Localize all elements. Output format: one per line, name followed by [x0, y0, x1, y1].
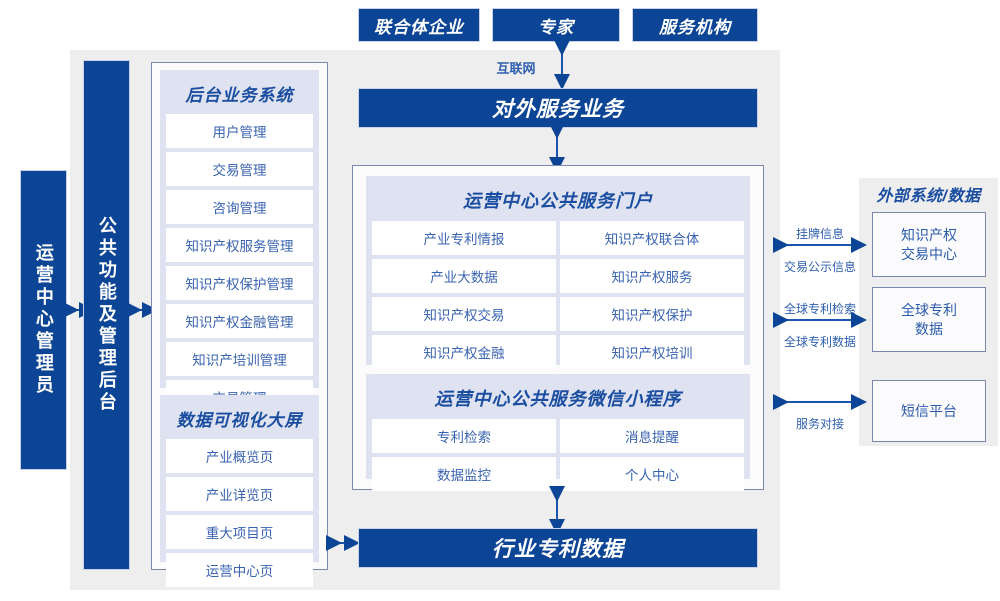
portal-item[interactable]: 知识产权交易: [372, 297, 556, 331]
miniprogram-item[interactable]: 数据监控: [372, 457, 556, 491]
dataviz-item[interactable]: 运营中心页: [166, 553, 313, 587]
external-connector-2-label-above: 全球专利检索: [783, 302, 856, 316]
external-systems-title: 外部系统/数据: [876, 188, 981, 205]
dataviz-screen-group: 数据可视化大屏 产业概览页 产业详览页 重大项目页 运营中心页: [160, 395, 319, 587]
external-box-line1: 全球专利: [901, 301, 957, 318]
internet-label: 互联网: [496, 61, 536, 76]
internet-arrow: [551, 40, 573, 90]
portal-item[interactable]: 知识产权培训: [560, 335, 744, 369]
public-service-portal-title: 运营中心公共服务门户: [463, 191, 653, 211]
left-column-operator-admin[interactable]: 运营中心管理员: [20, 170, 67, 470]
backend-item[interactable]: 咨询管理: [166, 190, 313, 224]
backend-to-industry-data-arrow: [326, 533, 360, 553]
left-column-operator-admin-label: 运营中心管理员: [33, 243, 54, 397]
wechat-miniprogram-items: 专利检索 消息提醒 数据监控 个人中心: [372, 419, 744, 491]
portal-item[interactable]: 知识产权金融: [372, 335, 556, 369]
left-column-common-functions[interactable]: 公共功能及管理后台: [83, 60, 130, 570]
backend-item[interactable]: 用户管理: [166, 114, 313, 148]
external-box-line2: 交易中心: [901, 245, 957, 262]
public-service-portal-items: 产业专利情报 知识产权联合体 产业大数据 知识产权服务 知识产权交易 知识产权保…: [372, 221, 744, 369]
portal-item[interactable]: 知识产权保护: [560, 297, 744, 331]
dataviz-screen-items: 产业概览页 产业详览页 重大项目页 运营中心页: [166, 439, 313, 587]
dataviz-screen-title: 数据可视化大屏: [176, 411, 303, 430]
miniprogram-item[interactable]: 专利检索: [372, 419, 556, 453]
industry-patent-data-bar[interactable]: 行业专利数据: [358, 528, 758, 568]
dataviz-item[interactable]: 产业详览页: [166, 477, 313, 511]
backend-item[interactable]: 知识产权金融管理: [166, 304, 313, 338]
portal-item[interactable]: 知识产权联合体: [560, 221, 744, 255]
miniprogram-item[interactable]: 个人中心: [560, 457, 744, 491]
backend-item[interactable]: 交易管理: [166, 152, 313, 186]
external-box-sms-platform[interactable]: 短信平台: [872, 380, 986, 442]
portal-item[interactable]: 产业大数据: [372, 259, 556, 293]
backend-item[interactable]: 知识产培训管理: [166, 342, 313, 376]
actor-box-union-enterprise[interactable]: 联合体企业: [358, 8, 480, 42]
external-connector-1-label-above: 挂牌信息: [795, 227, 844, 241]
public-service-portal-group: 运营中心公共服务门户 产业专利情报 知识产权联合体 产业大数据 知识产权服务 知…: [366, 176, 750, 369]
wechat-miniprogram-group: 运营中心公共服务微信小程序 专利检索 消息提醒 数据监控 个人中心: [366, 374, 750, 491]
services-to-industry-data-arrow: [546, 486, 568, 535]
miniprogram-item[interactable]: 消息提醒: [560, 419, 744, 453]
backoffice-to-backend-arrow: [126, 300, 158, 320]
left-column-common-functions-label: 公共功能及管理后台: [96, 216, 117, 414]
backend-item[interactable]: 知识产权保护管理: [166, 266, 313, 300]
external-connector-1-label-below: 交易公示信息: [783, 260, 856, 274]
external-box-line1: 短信平台: [901, 402, 957, 419]
portal-item[interactable]: 知识产权服务: [560, 259, 744, 293]
external-connector-2-label-below: 全球专利数据: [783, 335, 856, 349]
external-connector-1-arrow: [773, 235, 867, 255]
actor-box-service-org[interactable]: 服务机构: [632, 8, 758, 42]
external-connector-3-arrow: [773, 392, 867, 412]
backend-item[interactable]: 知识产权服务管理: [166, 228, 313, 262]
external-box-line1: 知识产权: [901, 226, 957, 243]
external-box-global-patent-data[interactable]: 全球专利 数据: [872, 287, 986, 352]
external-connector-3-label-below: 服务对接: [795, 417, 844, 431]
actor-box-expert[interactable]: 专家: [492, 8, 620, 42]
external-box-line2: 数据: [915, 320, 943, 337]
portal-item[interactable]: 产业专利情报: [372, 221, 556, 255]
dataviz-item[interactable]: 重大项目页: [166, 515, 313, 549]
service-to-portal-arrow: [546, 123, 568, 173]
external-connector-2-arrow: [773, 310, 867, 330]
external-service-bar[interactable]: 对外服务业务: [358, 88, 758, 128]
backend-business-system-title: 后台业务系统: [185, 86, 294, 105]
external-box-ip-trading-center[interactable]: 知识产权 交易中心: [872, 212, 986, 277]
wechat-miniprogram-title: 运营中心公共服务微信小程序: [434, 389, 682, 409]
backend-business-system-group: 后台业务系统 用户管理 交易管理 咨询管理 知识产权服务管理 知识产权保护管理 …: [160, 70, 319, 452]
dataviz-item[interactable]: 产业概览页: [166, 439, 313, 473]
